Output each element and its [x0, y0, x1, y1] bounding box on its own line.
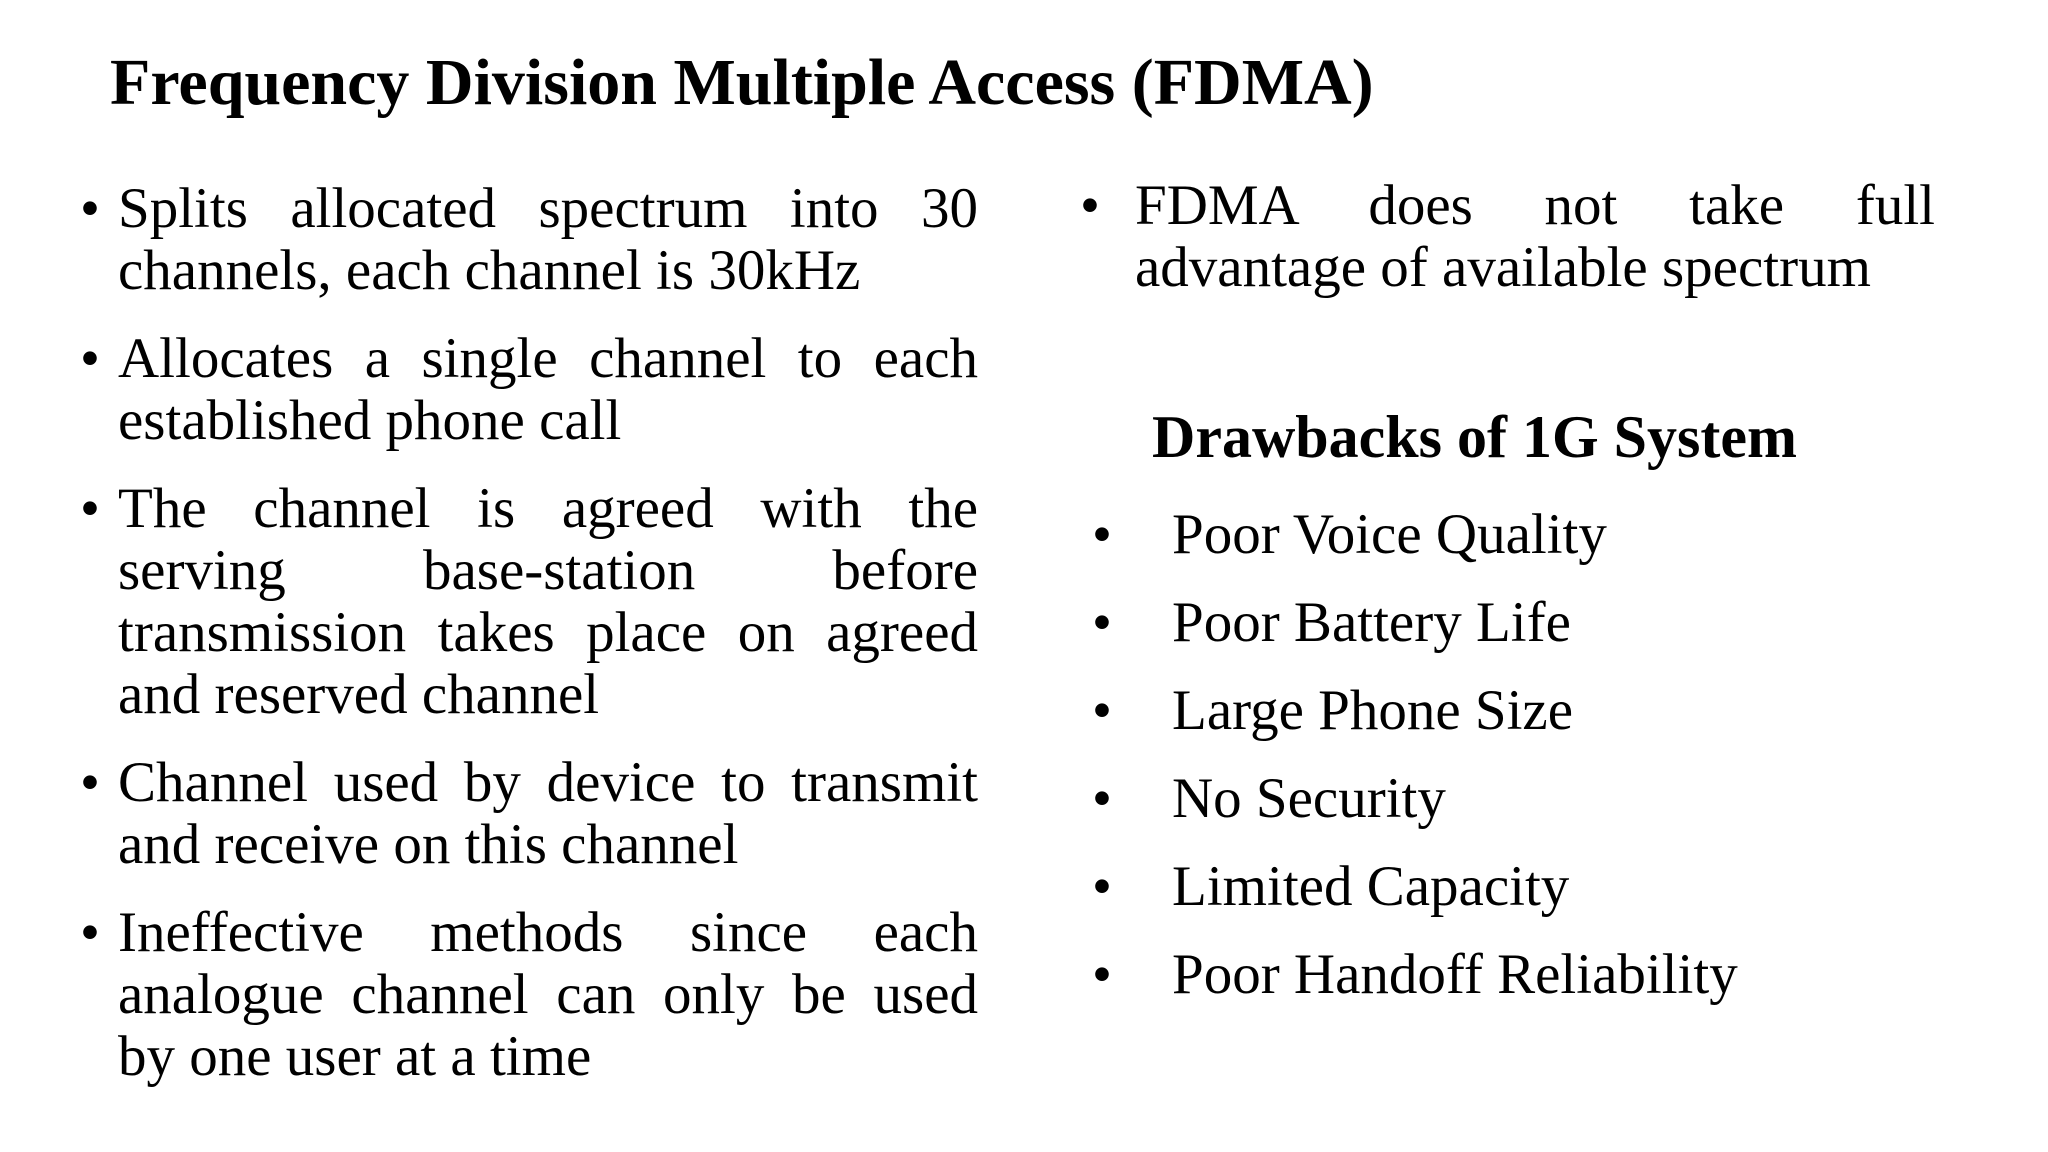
bullet-text: No Security — [1172, 767, 1446, 830]
bullet-text: Poor Handoff Reliability — [1172, 943, 1738, 1006]
bullet-item: • Ineffective methods since each analogue… — [80, 902, 978, 1088]
bullet-item: • Splits allocated spectrum into 30 chann… — [80, 178, 978, 302]
bullet-icon: • — [80, 177, 100, 240]
bullet-icon: • — [1080, 174, 1100, 237]
slide-title: Frequency Division Multiple Access (FDMA… — [110, 46, 1374, 119]
bullet-icon: • — [1092, 767, 1112, 830]
bullet-text: Allocates a single channel to each estab… — [118, 327, 978, 452]
drawbacks-heading: Drawbacks of 1G System — [1152, 404, 1797, 470]
bullet-text: Large Phone Size — [1172, 679, 1574, 742]
bullet-item: • Poor Battery Life — [1092, 592, 1972, 654]
bullet-item: • The channel is agreed with the serving … — [80, 478, 978, 726]
fdma-bullet-list: • Splits allocated spectrum into 30 chann… — [80, 178, 978, 1114]
bullet-text: FDMA does not take full advantage of ava… — [1135, 174, 1935, 299]
bullet-item: • Poor Handoff Reliability — [1092, 944, 1972, 1006]
bullet-item: • Allocates a single channel to each esta… — [80, 328, 978, 452]
bullet-text: Poor Voice Quality — [1172, 503, 1607, 566]
bullet-text: Channel used by device to transmit and r… — [118, 751, 978, 876]
bullet-icon: • — [1092, 503, 1112, 566]
bullet-text: Splits allocated spectrum into 30 channe… — [118, 177, 978, 302]
fdma-spectrum-note-list: • FDMA does not take full advantage of av… — [1080, 175, 1935, 325]
drawbacks-list: • Poor Voice Quality • Poor Battery Life • La… — [1092, 504, 1972, 1032]
bullet-icon: • — [80, 327, 100, 390]
bullet-item: • No Security — [1092, 768, 1972, 830]
bullet-item: • FDMA does not take full advantage of av… — [1080, 175, 1935, 299]
bullet-icon: • — [1092, 943, 1112, 1006]
bullet-text: Limited Capacity — [1172, 855, 1570, 918]
bullet-item: • Poor Voice Quality — [1092, 504, 1972, 566]
bullet-icon: • — [80, 477, 100, 540]
bullet-icon: • — [80, 751, 100, 814]
bullet-item: • Limited Capacity — [1092, 856, 1972, 918]
bullet-icon: • — [80, 901, 100, 964]
bullet-item: • Channel used by device to transmit and … — [80, 752, 978, 876]
bullet-text: The channel is agreed with the serving b… — [118, 477, 978, 726]
bullet-text: Ineffective methods since each analogue … — [118, 901, 978, 1088]
bullet-icon: • — [1092, 591, 1112, 654]
bullet-item: • Large Phone Size — [1092, 680, 1972, 742]
bullet-text: Poor Battery Life — [1172, 591, 1571, 654]
bullet-icon: • — [1092, 855, 1112, 918]
bullet-icon: • — [1092, 679, 1112, 742]
